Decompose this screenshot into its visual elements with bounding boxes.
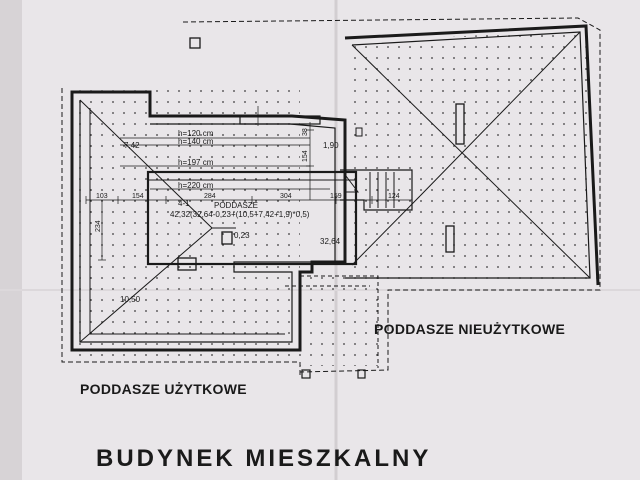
drawing-title: BUDYNEK MIESZKALNY <box>96 445 431 472</box>
used-attic-label: PODDASZE UŻYTKOWE <box>80 381 247 397</box>
unused-attic-dashed-outline <box>182 17 601 373</box>
roof-opening <box>445 225 455 253</box>
extension-dotted-fill <box>300 276 385 366</box>
dimension-lines <box>85 106 413 261</box>
area-label-32-64: 32,64 <box>320 237 341 246</box>
dim-159: 159 <box>330 193 342 200</box>
area-label-0-23: 0,23 <box>234 231 250 240</box>
used-attic-dashed-outline <box>61 88 301 376</box>
room-name: PODDASZE <box>214 201 258 210</box>
roof-hip-line-4 <box>79 227 213 343</box>
roof-ridge-line <box>351 195 421 266</box>
height-label-220: h=220 cm <box>178 181 214 190</box>
used-attic-dotted-fill <box>70 84 300 356</box>
dim-154-horizontal: 154 <box>132 193 144 200</box>
stair-arrow <box>345 174 359 193</box>
area-label-1-90: 1,90 <box>323 141 339 150</box>
chimney-left <box>221 231 233 245</box>
height-label-140: h=140 cm <box>178 137 214 146</box>
roof-hip-line-1 <box>351 44 591 279</box>
area-label-7-42: 7,42 <box>124 141 140 150</box>
outer-wall <box>70 90 347 352</box>
room-area-formula: 42,32(32,64-0,23+(10,5+7,42+1,9)*0,5) <box>170 210 310 219</box>
dim-124: 124 <box>388 193 400 200</box>
inner-wall <box>79 100 336 343</box>
dim-38: 38 <box>302 128 309 136</box>
extension-vent-1 <box>301 369 311 379</box>
dim-284: 284 <box>204 193 216 200</box>
height-label-120: h=120 cm <box>178 129 214 138</box>
chimney-block <box>455 103 465 145</box>
dim-154-vertical: 154 <box>302 150 309 162</box>
dim-304: 304 <box>280 193 292 200</box>
skylight <box>239 115 321 125</box>
room-number: 4-1 <box>178 199 190 208</box>
roof-hip-line-2 <box>419 31 581 197</box>
unused-attic-label: PODDASZE NIEUŻYTKOWE <box>374 321 565 337</box>
roof-hip-line-3 <box>79 99 213 229</box>
extension-vent-2 <box>357 369 366 379</box>
height-label-197: h=197 cm <box>178 158 214 167</box>
unused-attic-roof <box>182 17 601 373</box>
height-lines <box>120 137 330 190</box>
dim-103: 103 <box>96 193 108 200</box>
unused-attic-dotted-fill <box>345 30 598 282</box>
dim-234: 234 <box>95 220 102 232</box>
vent-left <box>177 257 197 271</box>
paper-shadow-left <box>0 0 22 480</box>
roof-vent-square <box>189 37 201 49</box>
area-label-10-50: 10,50 <box>120 295 141 304</box>
living-space <box>146 170 358 266</box>
